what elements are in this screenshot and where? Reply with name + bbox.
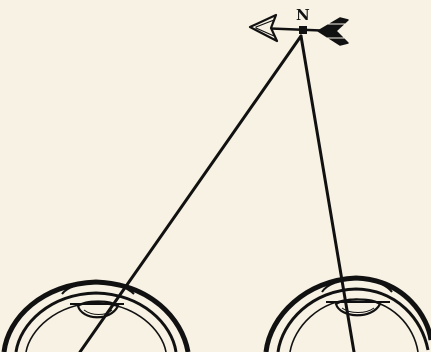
left-eyeball (4, 282, 188, 352)
vane-n-label: N (296, 6, 310, 24)
right-eyeball (266, 278, 431, 352)
vane-pivot (299, 26, 307, 34)
vane-tail (318, 18, 348, 45)
